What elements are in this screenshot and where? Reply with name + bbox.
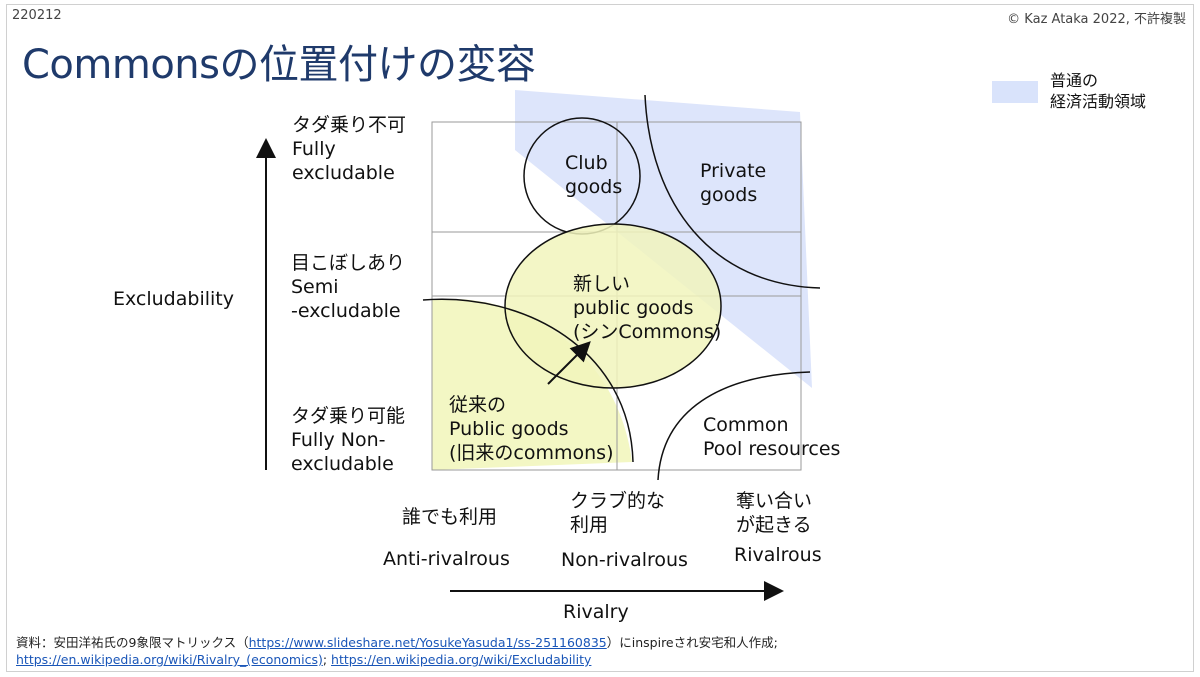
x-level-rival-en: Rivalrous: [734, 544, 822, 566]
x-axis-title: Rivalry: [563, 601, 629, 623]
x-level-non-rival-jp: クラブ的な 利用: [570, 490, 666, 536]
source-link-excludability[interactable]: https://en.wikipedia.org/wiki/Excludabil…: [331, 652, 592, 667]
copyright: © Kaz Ataka 2022, 不許複製: [1007, 12, 1186, 27]
transformation-arrow: [547, 341, 591, 385]
common-pool-boundary: [657, 371, 811, 481]
traditional-public-goods-boundary: [422, 298, 634, 463]
club-goods-label: Club goods: [565, 152, 623, 198]
legend-label: 普通の 経済活動領域: [1050, 71, 1147, 111]
x-level-rival-jp: 奪い合い が起きる: [736, 490, 813, 536]
traditional-public-goods-label: 従来の Public goods (旧来のcommons): [449, 394, 614, 464]
private-goods-label: Private goods: [700, 160, 767, 206]
y-level-non-excludable: タダ乗り可能 Fully Non- excludable: [291, 405, 406, 475]
new-public-goods-label: 新しい public goods (シンCommons): [573, 273, 722, 343]
x-level-anti-rival-jp: 誰でも利用: [402, 506, 498, 528]
source-note: 資料：安田洋祐氏の9象限マトリックス（https://www.slideshar…: [16, 635, 778, 667]
y-level-semi-excludable: 目こぼしあり Semi -excludable: [291, 252, 406, 322]
y-level-fully-excludable: タダ乗り不可 Fully excludable: [292, 114, 407, 184]
y-axis-title: Excludability: [113, 288, 234, 310]
slide-id: 220212: [12, 8, 62, 23]
common-pool-label: Common Pool resources: [703, 414, 841, 460]
x-level-non-rival-en: Non-rivalrous: [561, 549, 688, 571]
slide-frame: [6, 4, 1194, 672]
traditional-public-goods-region: [432, 298, 632, 470]
private-goods-boundary: [644, 94, 821, 289]
source-link-rivalry[interactable]: https://en.wikipedia.org/wiki/Rivalry_(e…: [16, 652, 323, 667]
slide-title: Commonsの位置付けの変容: [22, 42, 536, 88]
x-level-anti-rival-en: Anti-rivalrous: [383, 548, 510, 570]
source-link-slideshare[interactable]: https://www.slideshare.net/YosukeYasuda1…: [248, 635, 607, 650]
legend-swatch: [992, 81, 1038, 103]
